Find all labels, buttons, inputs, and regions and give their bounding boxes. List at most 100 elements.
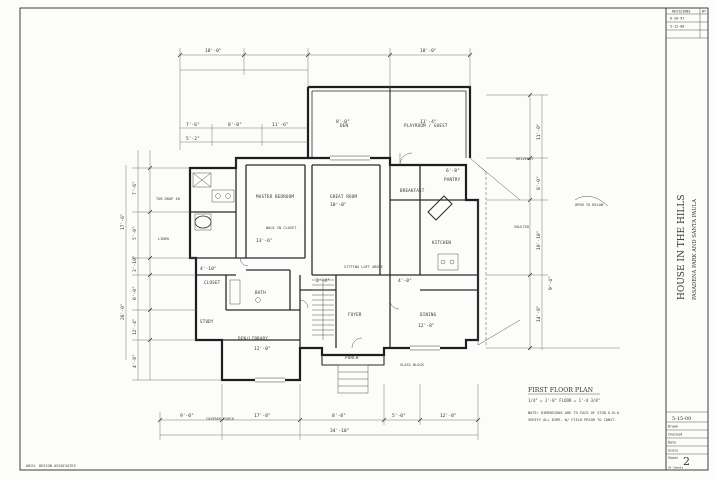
front-steps xyxy=(337,364,369,394)
toilet xyxy=(255,297,261,303)
room-study: STUDY xyxy=(200,319,214,324)
title-block-fields: 5-15-00 Drawn Checked Date Scale Sheet 2… xyxy=(666,411,708,470)
windows xyxy=(255,155,440,383)
dim-right-4: 14'-8" xyxy=(536,305,542,322)
plan-title: FIRST FLOOR PLAN xyxy=(528,387,594,394)
interior-walls xyxy=(190,158,478,348)
room-breakfast: BREAKFAST xyxy=(400,188,425,193)
room-den-library: DEN/LIBRARY xyxy=(238,336,268,341)
dim-top-5: 11'-6" xyxy=(272,122,289,128)
dim-bottom-5: 12'-8" xyxy=(440,413,457,419)
dim-top-2: 18'-0" xyxy=(420,48,437,54)
dim-top-3: 7'-6" xyxy=(186,122,200,128)
note-covered-porch: COVERED PORCH xyxy=(206,417,234,421)
field-checked: Checked xyxy=(668,433,682,437)
tub-2 xyxy=(229,279,241,305)
sink-2 xyxy=(225,193,231,199)
revisions-by-header: BY xyxy=(702,10,706,14)
note-walk-in: WALK IN CLOSET xyxy=(266,226,297,230)
room-porch: PORCH xyxy=(345,355,359,360)
dim-bottom-1: 9'-0" xyxy=(180,413,194,419)
room-playroom: PLAYROOM / GUEST xyxy=(404,123,448,128)
dim-inner-4: 4'-0" xyxy=(398,278,412,284)
room-bath: BATH xyxy=(255,290,266,295)
revision-row-2: 5-12-00 xyxy=(670,25,684,29)
note-vaulted: VAULTED xyxy=(514,225,529,229)
floor-plan: DEN PLAYROOM / GUEST xyxy=(120,48,621,440)
dim-top-4: 8'-0" xyxy=(228,122,242,128)
dimension-lines xyxy=(125,48,620,440)
dim-right-2: 8'-0" xyxy=(536,176,542,190)
room-great-room: GREAT ROOM xyxy=(330,194,357,199)
kitchen-counter xyxy=(437,253,459,271)
dim-left-1: 7'-6" xyxy=(132,181,138,195)
dim-bottom-6: 34'-10" xyxy=(330,428,349,434)
dim-inner-2: 10'-0" xyxy=(330,202,347,208)
dim-right-1: 11'-0" xyxy=(536,123,542,140)
dim-left-4: 6'-0" xyxy=(132,286,138,300)
dim-inner-8: 2'-4" xyxy=(316,278,330,284)
note-glass-block: GLASS BLOCK xyxy=(400,363,425,367)
driveway-lines xyxy=(469,157,521,346)
dim-inner-3: 12'-8" xyxy=(418,323,435,329)
footer-text: ARCH. DESIGN ASSOCIATES xyxy=(26,464,76,468)
room-kitchen: KITCHEN xyxy=(432,240,451,245)
staircase xyxy=(312,278,334,340)
project-title-vertical: HOUSE IN THE HILLS xyxy=(677,194,687,300)
dim-left-7: 12'-4" xyxy=(132,318,138,335)
room-closet: CLOSET xyxy=(204,280,221,285)
house-exterior-wall xyxy=(188,156,480,382)
project-title: HOUSE IN THE HILLS xyxy=(677,194,687,300)
room-master-bedroom: MASTER BEDROOM xyxy=(256,194,294,199)
shower xyxy=(192,172,212,188)
tub-platform xyxy=(194,213,212,231)
dim-inner-9: 12'-0" xyxy=(254,346,271,352)
dimension-ticks xyxy=(147,52,533,423)
dim-inner-6: 11'-4" xyxy=(420,119,437,125)
note-driveway: DRIVEWAY xyxy=(516,157,534,161)
revisions-table: REVISIONS BY 6-26-97 5-12-00 xyxy=(666,8,708,39)
revision-row-1: 6-26-97 xyxy=(670,17,684,21)
field-drawn: Drawn xyxy=(668,425,678,429)
room-foyer: FOYER xyxy=(348,312,362,317)
dim-bottom-4: 5'-0" xyxy=(392,413,406,419)
sink-kitchen xyxy=(440,259,446,265)
sheet-number: 2 xyxy=(683,455,690,468)
sheet-of: Of Sheets xyxy=(668,466,683,470)
dim-bottom-2: 17'-8" xyxy=(254,413,271,419)
dim-right-5: 9'-4" xyxy=(548,276,554,290)
room-pantry: PANTRY xyxy=(444,177,461,182)
project-subtitle: PASADENA PARK AND SANTA PAULA xyxy=(692,199,698,300)
field-date: Date xyxy=(668,441,676,445)
note-tub: TUB DROP IN xyxy=(156,197,180,201)
vanity xyxy=(211,189,235,203)
plan-note-2: VERIFY ALL DIMS. W/ FIELD PRIOR TO CONST… xyxy=(528,418,617,422)
drawing-date: 5-15-00 xyxy=(672,416,691,422)
room-den: DEN xyxy=(340,123,348,128)
sink-1 xyxy=(215,193,221,199)
door-swings xyxy=(239,152,413,349)
dim-left-3: 3'-10" xyxy=(132,255,138,272)
leader-arrow xyxy=(574,195,609,207)
dim-inner-7: 6'-8" xyxy=(446,168,460,174)
dim-top-1: 18'-0" xyxy=(205,48,222,54)
dim-inner-5: 8'-0" xyxy=(336,119,350,125)
field-scale: Scale xyxy=(668,449,678,453)
kitchen-island xyxy=(427,195,453,221)
dim-left-2: 5'-0" xyxy=(132,226,138,240)
dim-inner-1: 13'-6" xyxy=(256,238,273,244)
porch-inner-line xyxy=(311,90,467,158)
bathtub xyxy=(194,215,212,229)
revisions-header: REVISIONS xyxy=(672,10,690,14)
note-ceiling: SITTING LOFT ABOVE xyxy=(344,265,383,269)
note-linen: LINEN xyxy=(158,237,169,241)
note-open-below: OPEN TO BELOW xyxy=(575,203,604,207)
dim-left-8: 4'-8" xyxy=(132,354,138,368)
sheet-border xyxy=(19,7,709,471)
plan-note-1: NOTE: DIMENSIONS ARE TO FACE OF STUD U.N… xyxy=(528,411,621,415)
field-sheet: Sheet xyxy=(668,456,678,460)
plan-scale: 1/4" = 1'-0" FLOOR = 1'-4 3/8" xyxy=(528,398,600,403)
dim-left-5: 17'-6" xyxy=(120,213,126,230)
